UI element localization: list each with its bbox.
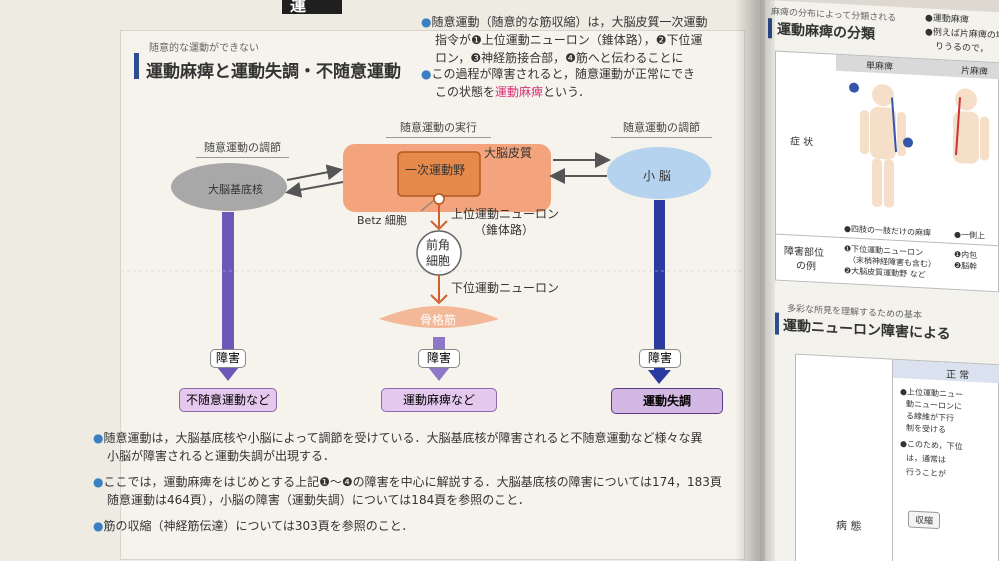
disorder-badge-right: 障害 xyxy=(639,349,681,368)
arrow-left-shaft xyxy=(222,212,234,367)
col-monoplegia: 単麻痺 xyxy=(866,61,894,73)
section-subtitle: 随意的な運動ができない xyxy=(149,43,259,54)
lower-neuron-label: 下位運動ニューロン xyxy=(451,281,560,295)
intro-bullet-1: ●随意運動（随意的な筋収縮）は，大脳皮質一次運動 指令が❶上位運動ニューロン（錐… xyxy=(421,13,708,67)
arrow-right-head xyxy=(648,370,671,384)
rp-section2-bar xyxy=(775,312,779,335)
upper-neuron-terminal xyxy=(430,220,448,231)
body-figure-1 xyxy=(849,82,913,208)
intro-text-1c: ロン，❸神経筋接合部，❹筋へと伝わることに xyxy=(435,51,684,65)
betz-cell-dot xyxy=(433,193,445,205)
basal-ganglia-shape xyxy=(171,163,287,211)
outcome-involuntary: 不随意運動など xyxy=(179,388,277,412)
cerebellum-label: 小 脳 xyxy=(643,169,671,183)
symptom-note-1: ●四肢の一肢だけの麻痺 xyxy=(844,224,931,238)
book-gutter xyxy=(735,0,775,561)
bullet-dot: ● xyxy=(93,475,104,489)
row-symptom: 症 状 xyxy=(790,136,814,149)
basal-ganglia-label: 大脳基底核 xyxy=(208,183,263,196)
r6: は，通常は xyxy=(906,453,946,465)
bullet-dot: ● xyxy=(421,67,432,81)
arrow-center-head xyxy=(428,367,450,381)
note-2-line-1: ここでは，運動麻痺をはじめとする上記❶～❹の障害を中心に解説する．大脳基底核の障… xyxy=(103,475,722,489)
intro-text-2a: この過程が障害されると，随意運動が正常にでき xyxy=(431,67,696,81)
note-1-line-1: 随意運動は，大脳基底核や小脳によって調節を受けている．大脳基底核が障害されると不… xyxy=(103,431,703,445)
r4: 制を受ける xyxy=(906,423,946,435)
anterior-horn-label-1: 前角 xyxy=(426,238,451,252)
section-title: 運動麻痺と運動失調・不随意運動 xyxy=(146,62,401,82)
lesion-e: ❷脳幹 xyxy=(954,260,978,272)
intro-text-1a: 随意運動（随意的な筋収縮）は，大脳皮質一次運動 xyxy=(431,15,708,29)
arrow-right-shaft xyxy=(654,200,665,370)
symptom-note-2: ●一側上 xyxy=(954,229,985,241)
disorder-badge-left: 障害 xyxy=(210,349,246,368)
note-3: ●筋の収縮（神経筋伝達）については303頁を参照のこと． xyxy=(93,517,413,535)
upper-neuron-sublabel: （錐体路） xyxy=(474,223,535,237)
term-motor-paralysis: 運動麻痺 xyxy=(495,85,544,99)
body-figure-2 xyxy=(953,88,989,164)
rp-title: 運動麻痺の分類 xyxy=(777,21,875,43)
outcome-paralysis: 運動麻痺など xyxy=(381,388,497,412)
arrow-left-head xyxy=(217,367,239,381)
intro-bullet-2: ●この過程が障害されると，随意運動が正常にでき この状態を運動麻痺という． xyxy=(421,65,695,101)
lower-neuron-terminal xyxy=(430,294,448,305)
skeletal-muscle-shape xyxy=(379,306,499,328)
note-3-line-1: 筋の収縮（神経筋伝達）については303頁を参照のこと． xyxy=(103,519,414,533)
left-page: 運 随意的な運動ができない 運動麻痺と運動失調・不随意運動 ●随意運動（随意的な… xyxy=(0,0,760,561)
intro-text-2b-prefix: この状態を xyxy=(435,85,496,99)
section-title-bar xyxy=(134,53,139,79)
intro-text-2b: この状態を運動麻痺という． xyxy=(421,85,590,99)
header-regulation-right: 随意運動の調節 xyxy=(611,119,712,138)
col-hemiplegia: 片麻痺 xyxy=(961,66,989,78)
diagram-shapes xyxy=(121,144,746,384)
header-regulation-left: 随意運動の調節 xyxy=(196,139,289,158)
motor-area-label: 一次運動野 xyxy=(405,163,466,177)
right-page: 麻痺の分布によって分類される 運動麻痺の分類 ●運動麻痺 ●例えば片麻痺の場合 … xyxy=(765,0,999,561)
rp-section2-title: 運動ニューロン障害による xyxy=(783,317,951,343)
content-panel: 随意的な運動ができない 運動麻痺と運動失調・不随意運動 ●随意運動（随意的な筋収… xyxy=(93,15,746,560)
intro-text-1b: 指令が❶上位運動ニューロン（錐体路），❷下位運 xyxy=(435,33,703,47)
arrow-cortex-to-bg xyxy=(285,181,344,198)
row-lesion-2: の例 xyxy=(796,260,816,273)
r5: ●このため，下位 xyxy=(900,439,963,452)
anterior-horn-label-2: 細胞 xyxy=(426,254,451,268)
header-execution: 随意運動の実行 xyxy=(386,119,491,138)
note-1-line-2: 小脳が障害されると運動失調が出現する． xyxy=(107,449,336,463)
bullet-dot: ● xyxy=(93,431,104,445)
upper-neuron-label: 上位運動ニューロン xyxy=(451,207,560,221)
note-1: ●随意運動は，大脳基底核や小脳によって調節を受けている．大脳基底核が障害されると… xyxy=(93,429,703,465)
row-pathology: 病 態 xyxy=(836,518,862,534)
note-2: ●ここでは，運動麻痺をはじめとする上記❶～❹の障害を中心に解説する．大脳基底核の… xyxy=(93,473,722,509)
cortex-label: 大脳皮質 xyxy=(484,146,533,160)
disorder-badge-center: 障害 xyxy=(418,349,460,368)
neuron-table: 正 常 ●上位運動ニュー 動ニューロンに る線維が下行 制を受ける ●このため，… xyxy=(795,353,999,561)
intro-text-2b-suffix: という． xyxy=(543,85,591,99)
bullet-dot: ● xyxy=(93,519,104,533)
betz-label: Betz 細胞 xyxy=(357,214,407,227)
rp-section2-header: 多彩な所見を理解するための基本 運動ニューロン障害による xyxy=(771,300,999,356)
rp-note-top-1: ●運動麻痺 xyxy=(925,13,969,26)
r7: 行うことが xyxy=(906,467,946,479)
col-correct: 正 常 xyxy=(946,369,970,382)
arrow-bg-to-cortex xyxy=(286,164,343,181)
outcome-ataxia: 運動失調 xyxy=(611,388,723,414)
bullet-dot: ● xyxy=(421,15,432,29)
page-top-fragment: 運 xyxy=(282,0,342,15)
muscle-label: 骨格筋 xyxy=(420,313,457,327)
classification-table: 単麻痺 片麻痺 症 状 ●四肢の一肢だけの麻痺 ●一側上 xyxy=(775,50,999,293)
note-2-line-2: 随意運動は464頁），小脳の障害（運動失調）については184頁を参照のこと． xyxy=(107,493,530,507)
neuron-table-divider xyxy=(892,359,893,561)
pathology-tag: 収縮 xyxy=(908,510,941,530)
cerebellum-shape xyxy=(607,147,711,199)
betz-pointer xyxy=(420,200,434,212)
rp-note-top-3: りうるので， xyxy=(935,41,989,55)
